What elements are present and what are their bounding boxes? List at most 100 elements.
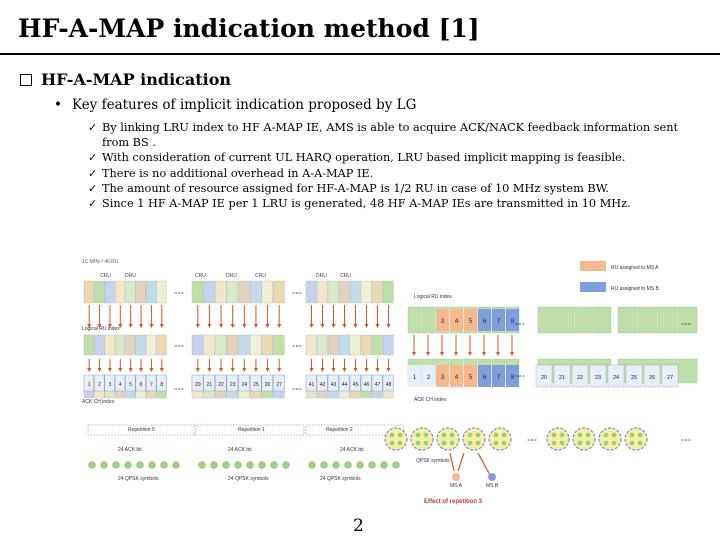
ru-assigned-cell [450,309,463,331]
arrow-head [482,352,486,356]
feature-item: By linking LRU index to HF A-MAP IE, AMS… [88,120,698,150]
qpsk-dot [246,461,254,469]
ack-number: 7 [497,375,501,381]
left-logical-ru-label: Logical RU index [82,326,120,332]
arrow-head [118,368,123,372]
right-qpsk-label: QPSK symbols [416,458,450,464]
ms-arrow [477,452,491,476]
ellipsis-text: o o o [516,373,526,378]
ack-number: 22 [218,382,224,388]
ru-cell [191,334,204,356]
qpsk-cluster-ring [462,427,486,451]
ack-number: 22 [577,375,583,381]
ack-cell [478,365,491,387]
qpsk-dot [415,432,421,438]
qpsk-dot [637,440,643,446]
qpsk-dot [551,440,557,446]
arrow-head [230,324,235,328]
repetition-ack-label: 24 ACK bit [340,447,364,453]
ack-cell [436,365,449,387]
ack-number: 2 [98,382,101,388]
arrow-head [364,368,369,372]
ms-arrow [457,452,465,472]
qpsk-dot [501,440,507,446]
ack-number: 1 [88,382,91,388]
arrow-head [87,368,92,372]
ellipsis-text: o o o [516,321,526,326]
ack-cell [94,374,105,392]
arrow-head [364,324,369,328]
section-heading-text: HF-A-MAP indication [41,70,232,89]
ack-number: 5 [469,375,473,381]
qpsk-dot [397,432,403,438]
ms-b-label: MS B [486,483,499,489]
qpsk-dot [585,440,591,446]
ack-number: 2 [427,375,431,381]
ellipsis-text: o o o [175,343,185,348]
ru-cell [371,334,383,356]
qpsk-dot [332,461,340,469]
ack-number: 7 [150,382,153,388]
ack-number: 5 [129,382,132,388]
ack-number: 6 [140,382,143,388]
qpsk-dot [344,461,352,469]
arrow-head [219,324,224,328]
ack-cell [191,374,204,392]
ack-cell [327,374,339,392]
qpsk-dot [559,432,565,438]
ack-cell [371,374,383,392]
arrow-head [87,324,92,328]
ru-cell [677,358,698,384]
ack-cell [553,364,571,388]
qpsk-label: 24 QPSK symbols [118,476,159,482]
ru-cell [327,280,339,304]
ru-cell [226,334,239,356]
ack-cell [226,374,239,392]
ru-assigned-cell [478,309,491,331]
qpsk-cluster-ring [488,427,512,451]
qpsk-dot [423,432,429,438]
ru-cell [83,334,94,356]
ack-cell [360,374,372,392]
left-ack-ch-label: ACK CH index [82,399,115,405]
arrow-head [207,368,212,372]
feature-item: With consideration of current UL HARQ op… [88,150,698,165]
qpsk-label: 24 QPSK symbols [228,476,269,482]
ack-number: 6 [483,375,487,381]
ack-number: 21 [559,375,565,381]
bandwidth-label: 1C MHz / 46 RU [82,259,119,265]
qpsk-dot [356,461,364,469]
feature-item: Since 1 HF A-MAP IE per 1 LRU is generat… [88,196,698,211]
qpsk-dot [282,461,290,469]
ru-number: 7 [497,319,501,325]
ack-number: 4 [455,375,459,381]
repetition-frame [87,424,197,436]
arrow-head [375,324,380,328]
arrow-head [159,368,164,372]
qpsk-dot [389,440,395,446]
ellipsis-text: o o o [293,386,303,391]
ru-cell [421,306,436,334]
qpsk-dot [441,432,447,438]
arrow-head [149,324,154,328]
ru-cell [125,334,136,356]
qpsk-cluster-ring [410,427,434,451]
ack-cell [203,374,215,392]
ack-number: 48 [386,382,392,388]
repetition-effect-label: Effect of repetition 3 [424,499,483,505]
qpsk-dot [629,432,635,438]
qpsk-label: 24 QPSK symbols [320,476,361,482]
repetition-ack-label: 24 ACK bit [228,447,252,453]
ack-number: 25 [253,382,259,388]
arrow-head [320,368,325,372]
ru-number: 5 [469,319,473,325]
ack-number: 41 [309,382,315,388]
du-label: DRU [316,273,327,279]
qpsk-dot [449,440,455,446]
checkbox-bullet-icon [20,74,32,86]
ellipsis-text: o o o [682,437,692,442]
du-label: CRU [195,273,206,279]
arrow-head [159,324,164,328]
qpsk-dot [88,461,96,469]
qpsk-dot [449,432,455,438]
